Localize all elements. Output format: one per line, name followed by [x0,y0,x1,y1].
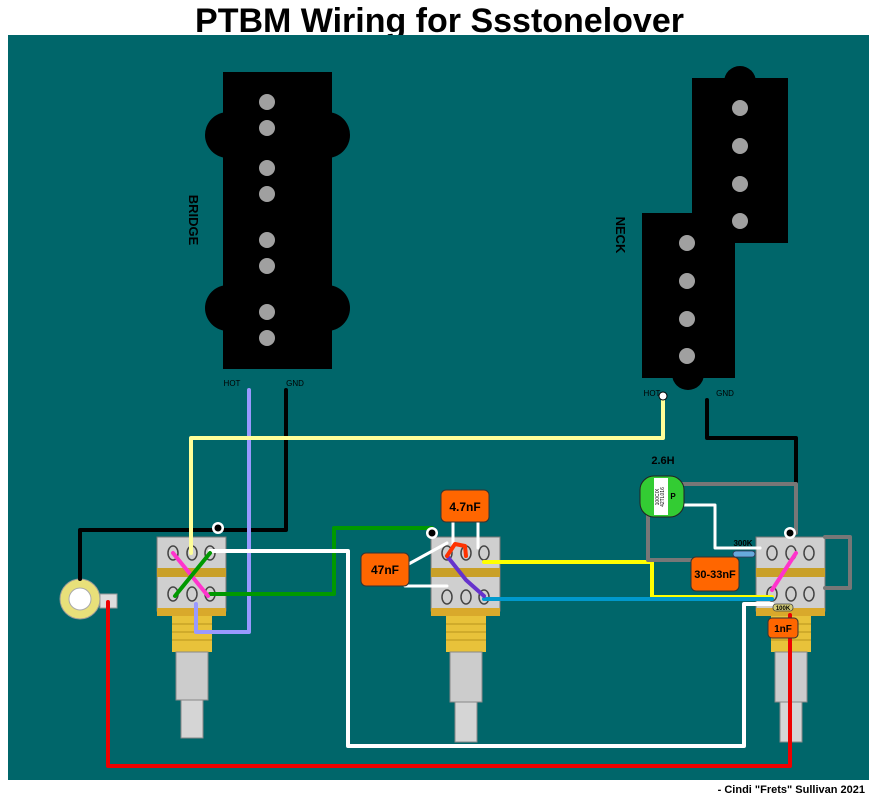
gray-wire-top [676,482,798,535]
solder-points [212,391,796,539]
bridge-hot-wire [194,388,251,634]
diagram-title: PTBM Wiring for Ssstonelover [195,2,684,40]
wires [78,388,852,768]
cap-47n-label: 47nF [371,563,399,577]
cap-1n-label: 1nF [774,624,792,635]
magenta-jumper-2 [770,551,798,592]
bridge-gnd-label: GND [286,379,304,388]
orange-jumper [445,542,468,558]
cap-1n: 1nF [767,617,799,639]
bridge-gnd-wire [78,388,288,581]
cap-4n7: 4.7nF [440,489,490,523]
purple-jumper [445,554,486,598]
credit-text: - Cindi "Frets" Sullivan 2021 [717,784,865,796]
gray-wire-left [646,503,694,562]
neck-label: NECK [613,217,628,254]
red-wire [106,600,792,768]
inductor-part-b: 100CIX [655,488,661,505]
resistor-100k: 100K [772,603,794,612]
inductor: 2.6H 42TL016 100CIX P [639,455,685,518]
cap-47n-lead-a [403,541,449,568]
bridge-hot-label: HOT [224,379,241,388]
neck-gnd-label: GND [716,389,734,398]
resistor-100k-label: 100K [776,606,791,612]
resistor-300k-label: 300K [733,539,752,548]
cap-30n: 30-33nF [690,556,740,592]
cap-30n-label: 30-33nF [694,569,736,581]
resistor-300k: 300K [732,539,756,558]
inductor-value: 2.6H [651,455,674,467]
white-wire [208,549,774,748]
cap-4n7-label: 4.7nF [449,500,480,514]
inductor-part-a: 42TL016 [660,487,666,507]
neck-pickup [642,66,788,390]
cap-47n: 47nF [360,552,410,587]
green-jumper [173,551,212,598]
bridge-label: BRIDGE [186,195,201,246]
neck-hot-label: HOT [644,389,661,398]
gray-wire-side [823,535,852,590]
bridge-pickup [205,72,350,369]
neck-hot-wire [189,398,665,555]
inductor-mark: P [670,492,676,501]
